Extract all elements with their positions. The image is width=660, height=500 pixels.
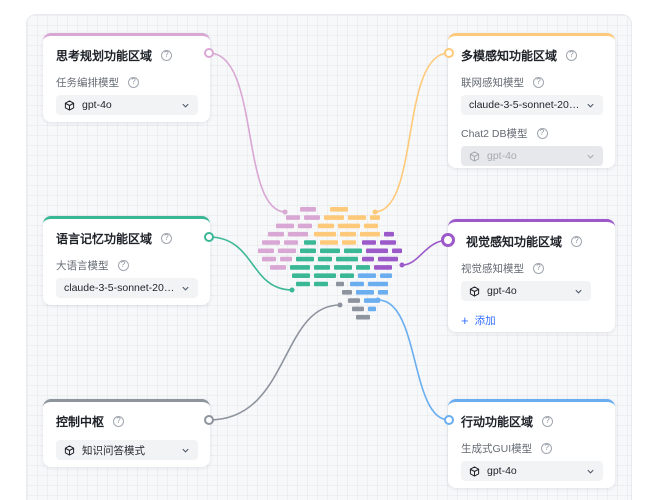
field-label: 视觉感知模型 ? xyxy=(461,261,603,275)
cube-icon xyxy=(469,465,480,477)
card-title-text: 控制中枢 xyxy=(56,414,105,429)
question-circle-icon[interactable]: ? xyxy=(117,259,129,271)
plus-icon: + xyxy=(461,313,469,328)
port-think[interactable] xyxy=(204,48,214,58)
model-select[interactable]: claude-3-5-sonnet-20241022 xyxy=(56,278,198,298)
question-circle-icon[interactable]: ? xyxy=(533,262,544,274)
cube-icon xyxy=(64,444,75,456)
port-lang[interactable] xyxy=(204,232,214,242)
cube-icon xyxy=(64,99,75,111)
card-think[interactable]: 思考规划功能区域 ? 任务编排模型 ? gpt-4o xyxy=(43,33,210,122)
mode-select[interactable]: 知识问答模式 xyxy=(56,440,198,460)
model-select-value: gpt-4o xyxy=(487,285,517,297)
chevron-down-icon xyxy=(182,286,189,291)
card-title-text: 视觉感知功能区域 xyxy=(466,234,563,249)
chevron-down-icon xyxy=(587,103,594,108)
port-multi[interactable] xyxy=(444,48,454,58)
card-vision[interactable]: 视觉感知功能区域 ? 视觉感知模型 ? gpt-4o + 添加 xyxy=(448,219,615,332)
question-circle-icon[interactable]: ? xyxy=(161,232,173,244)
card-control[interactable]: 控制中枢 ? 知识问答模式 xyxy=(43,399,210,467)
question-circle-icon[interactable]: ? xyxy=(541,442,553,454)
model-select-disabled: gpt-4o xyxy=(461,146,603,166)
field-label-text: 生成式GUI模型 xyxy=(461,442,533,455)
card-action[interactable]: 行动功能区域 ? 生成式GUI模型 ? gpt-4o xyxy=(448,399,615,488)
question-circle-icon[interactable]: ? xyxy=(533,76,544,88)
card-title: 思考规划功能区域 ? xyxy=(56,46,198,64)
question-circle-icon[interactable]: ? xyxy=(113,415,125,427)
question-circle-icon[interactable]: ? xyxy=(571,235,583,247)
model-select[interactable]: gpt-4o xyxy=(461,461,603,481)
chevron-down-icon xyxy=(587,154,594,159)
port-vision[interactable] xyxy=(441,233,455,247)
add-model-button[interactable]: + 添加 xyxy=(461,313,603,328)
model-select[interactable]: claude-3-5-sonnet-20241022 xyxy=(461,95,603,115)
field-label: 生成式GUI模型 ? xyxy=(461,441,603,455)
field-label-text: 任务编排模型 xyxy=(56,76,119,89)
model-select-value: gpt-4o xyxy=(487,150,517,162)
field-label: Chat2 DB模型 ? xyxy=(461,126,603,140)
card-title: 行动功能区域 ? xyxy=(461,412,603,430)
cube-icon xyxy=(469,285,480,297)
chevron-down-icon xyxy=(587,469,594,474)
model-select-value: claude-3-5-sonnet-20241022 xyxy=(469,99,580,111)
card-title-text: 语言记忆功能区域 xyxy=(56,231,153,246)
port-control[interactable] xyxy=(204,415,214,425)
chevron-down-icon xyxy=(182,103,189,108)
field-label: 任务编排模型 ? xyxy=(56,75,198,89)
card-title: 多模感知功能区域 ? xyxy=(461,46,603,64)
card-title-text: 思考规划功能区域 xyxy=(56,48,153,63)
field-label-text: 视觉感知模型 xyxy=(461,262,524,275)
model-select-value: claude-3-5-sonnet-20241022 xyxy=(64,282,175,294)
question-circle-icon[interactable]: ? xyxy=(566,49,578,61)
question-circle-icon[interactable]: ? xyxy=(542,415,554,427)
card-title: 语言记忆功能区域 ? xyxy=(56,229,198,247)
model-select-value: gpt-4o xyxy=(487,465,517,477)
chevron-down-icon xyxy=(182,448,189,453)
model-select[interactable]: gpt-4o xyxy=(56,95,198,115)
field-label: 联网感知模型 ? xyxy=(461,75,603,89)
card-title: 控制中枢 ? xyxy=(56,412,198,430)
card-multi[interactable]: 多模感知功能区域 ? 联网感知模型 ? claude-3-5-sonnet-20… xyxy=(448,33,615,168)
question-circle-icon[interactable]: ? xyxy=(536,127,548,139)
cube-icon xyxy=(469,150,480,162)
model-select-value: gpt-4o xyxy=(82,99,112,111)
field-label-text: 联网感知模型 xyxy=(461,76,524,89)
port-action[interactable] xyxy=(444,415,454,425)
field-label: 大语言模型 ? xyxy=(56,258,198,272)
card-title: 视觉感知功能区域 ? xyxy=(461,232,603,250)
card-title-text: 多模感知功能区域 xyxy=(461,48,558,63)
field-label-text: 大语言模型 xyxy=(56,259,109,272)
card-lang[interactable]: 语言记忆功能区域 ? 大语言模型 ? claude-3-5-sonnet-202… xyxy=(43,216,210,305)
question-circle-icon[interactable]: ? xyxy=(128,76,139,88)
card-title-text: 行动功能区域 xyxy=(461,414,534,429)
question-circle-icon[interactable]: ? xyxy=(161,49,173,61)
mode-select-value: 知识问答模式 xyxy=(82,444,145,457)
chevron-down-icon xyxy=(575,289,582,294)
add-label: 添加 xyxy=(474,315,496,327)
field-label-text: Chat2 DB模型 xyxy=(461,127,528,140)
model-select[interactable]: gpt-4o xyxy=(461,281,591,301)
